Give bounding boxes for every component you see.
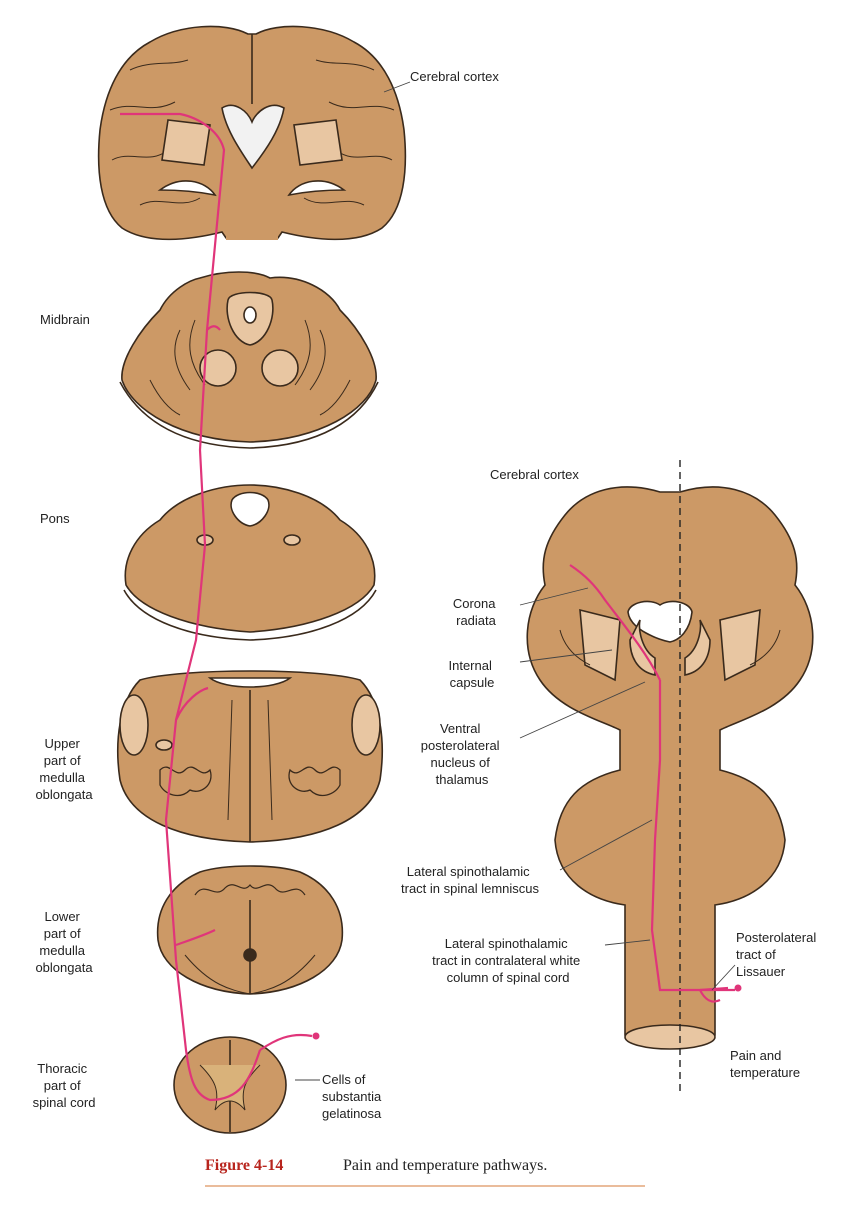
label-substantia-gelatinosa-line: gelatinosa <box>322 1106 382 1121</box>
label-lissauer-line: Posterolateral <box>736 930 816 945</box>
label-lissauer: Posterolateral tract of Lissauer <box>736 930 820 979</box>
label-lateral-st-white-column-line: Lateral spinothalamic <box>445 936 568 951</box>
midbrain-section <box>119 271 379 449</box>
right-pain-pathway <box>569 564 735 1003</box>
label-left-cerebral-cortex: Cerebral cortex <box>410 69 499 84</box>
cerebrum-coronal-section <box>97 25 407 241</box>
label-corona-radiata-line: radiata <box>456 613 497 628</box>
label-lateral-st-lemniscus: Lateral spinothalamic tract in spinal le… <box>401 864 539 896</box>
label-thoracic-cord-line: spinal cord <box>33 1095 96 1110</box>
label-vpl-nucleus-line: Ventral <box>440 721 481 736</box>
label-upper-medulla-line: medulla <box>39 770 85 785</box>
label-lateral-st-white-column: Lateral spinothalamic tract in contralat… <box>432 936 584 985</box>
label-internal-capsule-line: capsule <box>450 675 495 690</box>
label-lateral-st-white-column-line: tract in contralateral white <box>432 953 580 968</box>
upper-medulla-section <box>117 670 383 843</box>
label-internal-capsule-line: Internal <box>449 658 492 673</box>
label-upper-medulla-line: oblongata <box>35 787 93 802</box>
figure-caption: Figure 4-14 Pain and temperature pathway… <box>205 1157 547 1174</box>
thoracic-cord-section <box>173 1036 287 1134</box>
pons-section <box>123 484 377 641</box>
label-lateral-st-lemniscus-line: tract in spinal lemniscus <box>401 881 539 896</box>
label-substantia-gelatinosa-line: substantia <box>322 1089 382 1104</box>
lower-medulla-section <box>156 865 344 995</box>
leader-lines <box>295 81 736 1081</box>
label-lateral-st-white-column-line: column of spinal cord <box>447 970 570 985</box>
label-midbrain: Midbrain <box>40 312 90 327</box>
label-substantia-gelatinosa: Cells of substantia gelatinosa <box>322 1072 385 1121</box>
label-right-cerebral-cortex: Cerebral cortex <box>490 467 579 482</box>
label-pain-temperature-line: Pain and <box>730 1048 781 1063</box>
label-upper-medulla-line: Upper <box>44 736 80 751</box>
right-brain-brainstem <box>526 486 814 1050</box>
right-pathway-receptor-dot <box>734 984 742 992</box>
figure-title: Pain and temperature pathways. <box>343 1157 547 1174</box>
label-lissauer-line: tract of <box>736 947 776 962</box>
label-thoracic-cord-line: part of <box>44 1078 81 1093</box>
label-substantia-gelatinosa-line: Cells of <box>322 1072 366 1087</box>
label-thoracic-cord-line: Thoracic <box>37 1061 87 1076</box>
label-pain-temperature: Pain and temperature <box>730 1048 800 1080</box>
label-lower-medulla-line: oblongata <box>35 960 93 975</box>
label-lower-medulla-line: medulla <box>39 943 85 958</box>
label-vpl-nucleus-line: thalamus <box>436 772 489 787</box>
figure-number: Figure 4-14 <box>205 1157 283 1174</box>
label-upper-medulla: Upper part of medulla oblongata <box>35 736 93 802</box>
label-corona-radiata-line: Corona <box>453 596 496 611</box>
label-lateral-st-lemniscus-line: Lateral spinothalamic <box>407 864 530 879</box>
label-lower-medulla-line: Lower <box>44 909 80 924</box>
label-upper-medulla-line: part of <box>44 753 81 768</box>
label-vpl-nucleus: Ventral posterolateral nucleus of thalam… <box>421 721 503 787</box>
label-thoracic-cord: Thoracic part of spinal cord <box>33 1061 96 1110</box>
label-lissauer-line: Lissauer <box>736 964 786 979</box>
label-internal-capsule: Internal capsule <box>449 658 496 690</box>
label-corona-radiata: Corona radiata <box>453 596 499 628</box>
label-vpl-nucleus-line: nucleus of <box>431 755 491 770</box>
label-vpl-nucleus-line: posterolateral <box>421 738 500 753</box>
label-pons: Pons <box>40 511 70 526</box>
label-lower-medulla: Lower part of medulla oblongata <box>35 909 93 975</box>
left-pathway-receptor-dot <box>312 1032 320 1040</box>
label-lower-medulla-line: part of <box>44 926 81 941</box>
left-pain-pathway <box>120 112 313 1102</box>
label-pain-temperature-line: temperature <box>730 1065 800 1080</box>
